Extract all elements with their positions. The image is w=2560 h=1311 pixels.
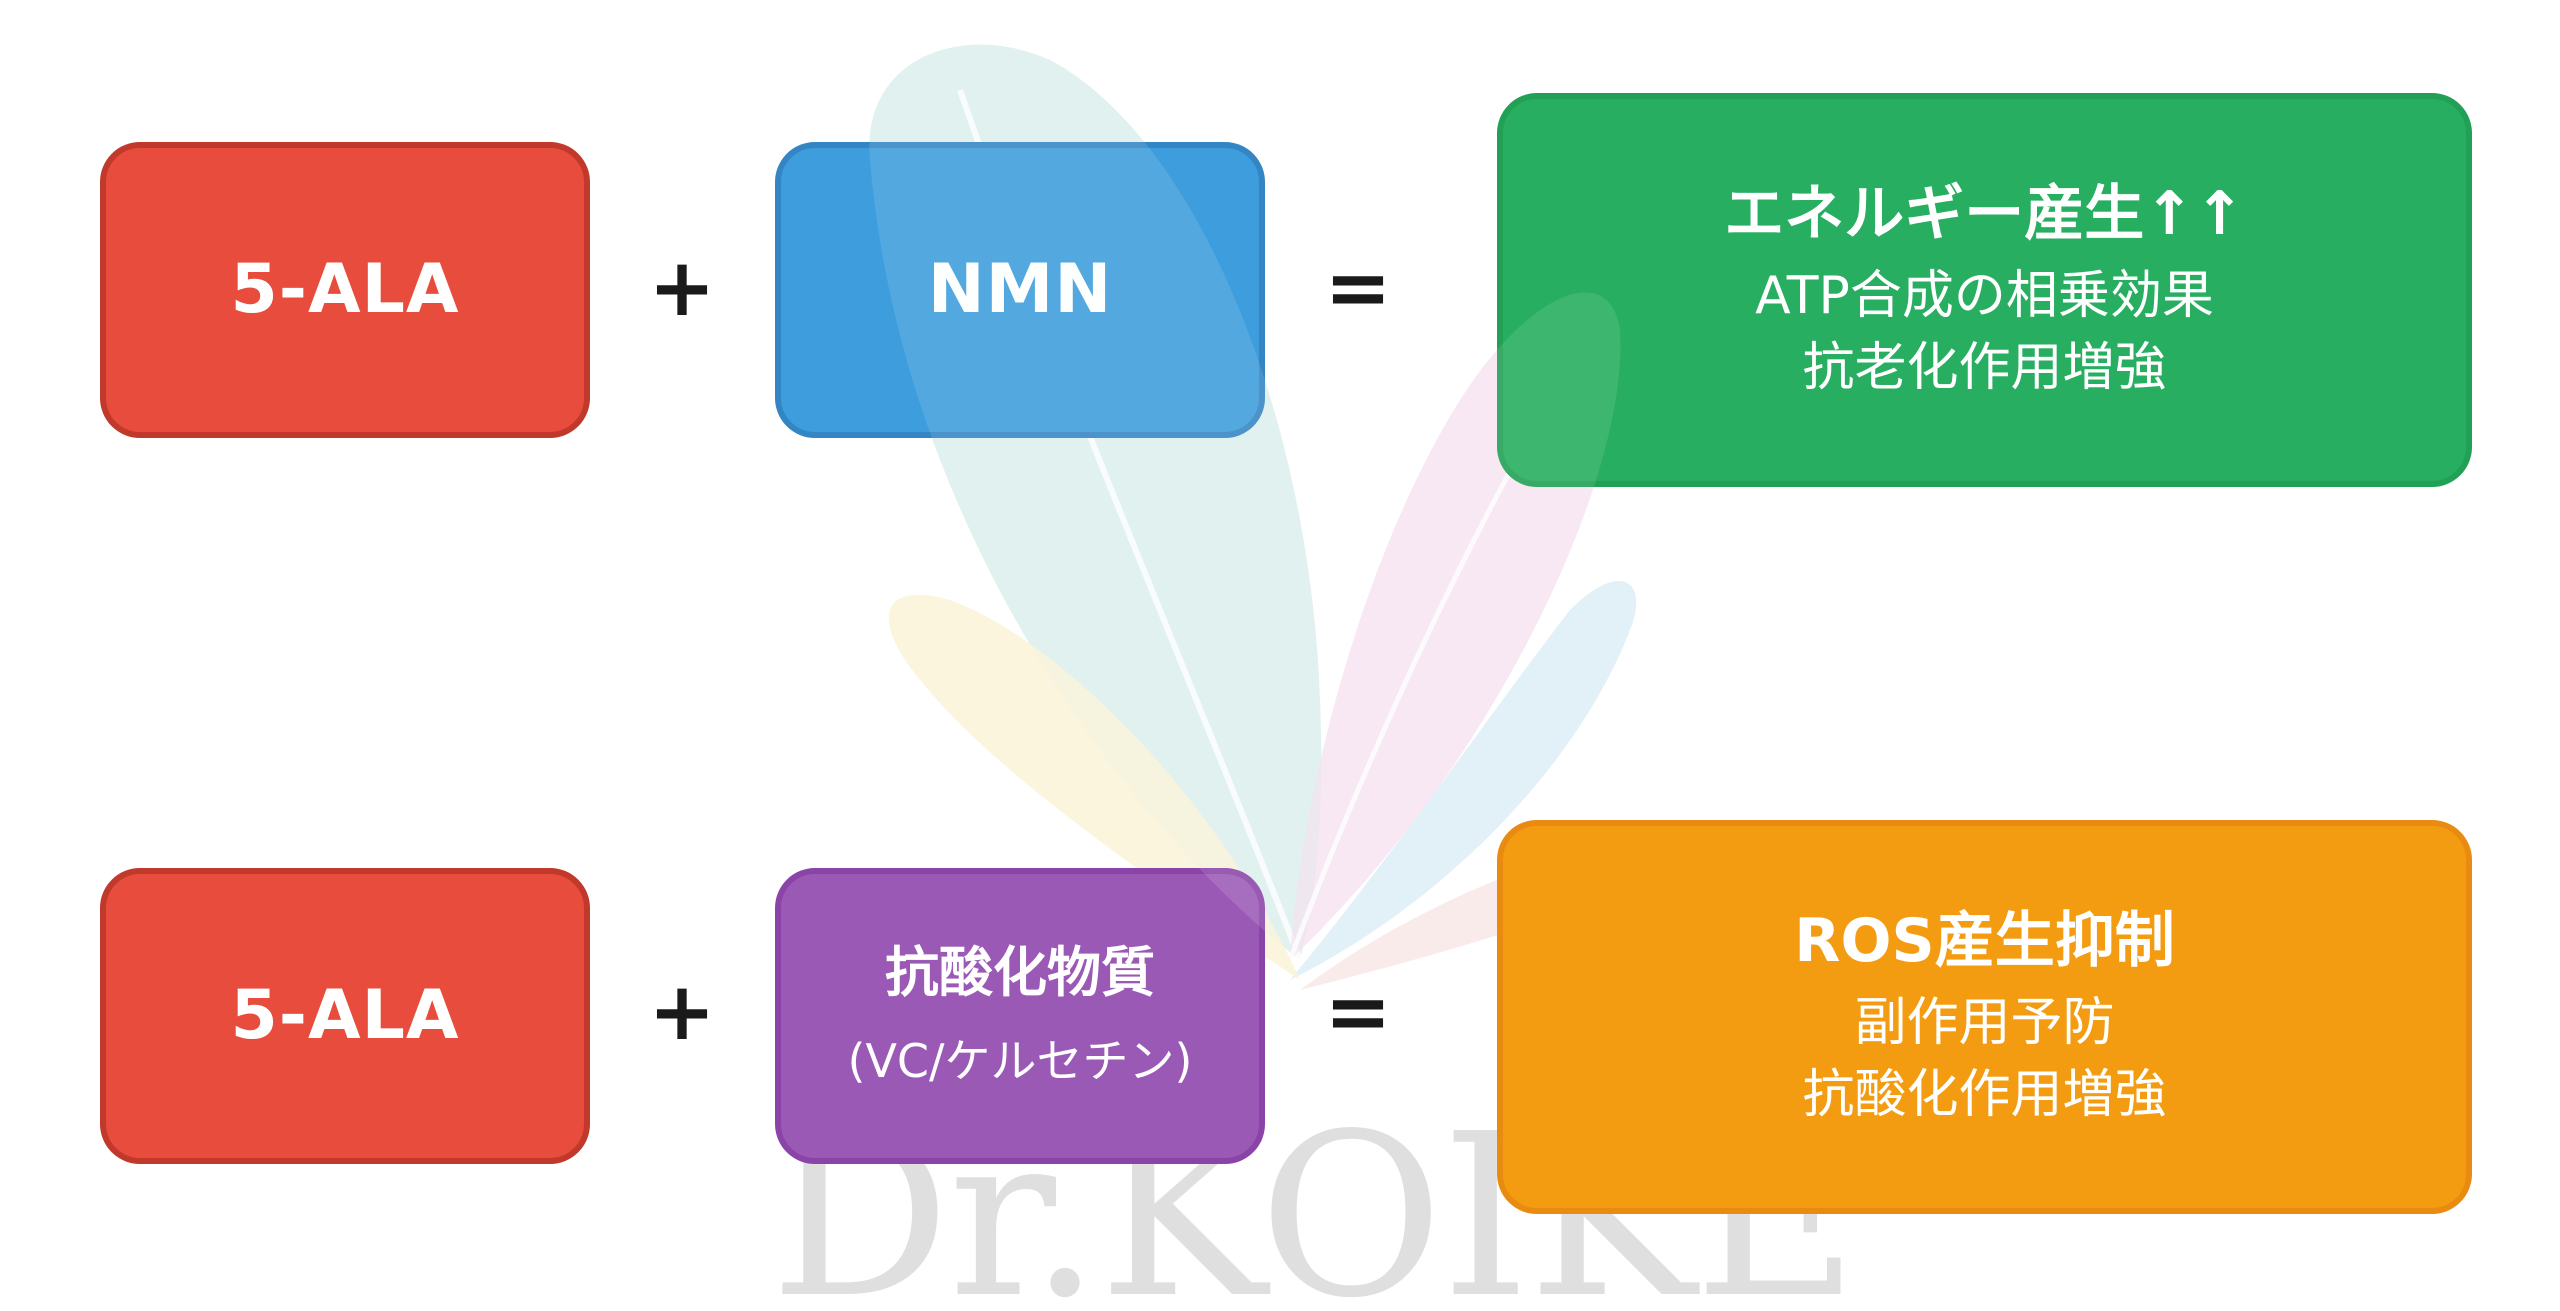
partner-label: 抗酸化物質 bbox=[885, 941, 1155, 1004]
result-line: 副作用予防 bbox=[1854, 993, 2115, 1053]
partner-box-antioxidant: 抗酸化物質 (VC/ケルセチン) bbox=[775, 868, 1265, 1164]
equals-operator: = bbox=[1324, 241, 1392, 334]
ingredient-box-5ala: 5-ALA bbox=[100, 868, 590, 1164]
plus-operator: + bbox=[648, 965, 716, 1058]
partner-label: NMN bbox=[927, 250, 1113, 329]
equals-operator: = bbox=[1324, 965, 1392, 1058]
result-title: エネルギー産生↑↑ bbox=[1724, 179, 2245, 249]
result-line: 抗老化作用増強 bbox=[1802, 338, 2167, 398]
result-box-ros: ROS産生抑制 副作用予防 抗酸化作用増強 bbox=[1497, 820, 2472, 1214]
result-line: ATP合成の相乗効果 bbox=[1755, 266, 2214, 326]
ingredient-label: 5-ALA bbox=[230, 250, 460, 329]
ingredient-box-5ala: 5-ALA bbox=[100, 142, 590, 438]
result-box-energy: エネルギー産生↑↑ ATP合成の相乗効果 抗老化作用増強 bbox=[1497, 93, 2472, 487]
result-line: 抗酸化作用増強 bbox=[1802, 1065, 2167, 1125]
partner-sublabel: (VC/ケルセチン) bbox=[847, 1034, 1193, 1088]
partner-box-nmn: NMN bbox=[775, 142, 1265, 438]
plus-operator: + bbox=[648, 241, 716, 334]
ingredient-label: 5-ALA bbox=[230, 976, 460, 1055]
result-title: ROS産生抑制 bbox=[1794, 906, 2175, 976]
